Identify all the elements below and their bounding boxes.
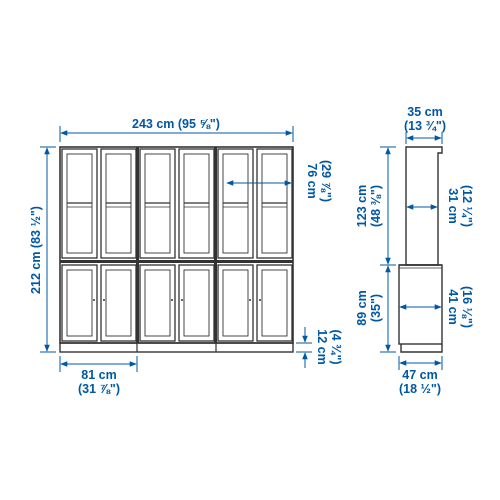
unit-width-in-label: (31 ⅞"): [78, 382, 120, 396]
glass-door: [217, 148, 254, 259]
solid-door: [178, 264, 215, 342]
door-width-cm-label: 76 cm: [305, 163, 319, 198]
top-depth-cm-label: 35 cm: [407, 105, 442, 119]
top-depth-dimension: 35 cm (13 ¾"): [404, 105, 446, 144]
lower-depth-dimension: 41 cm (16 ⅛"): [399, 286, 474, 328]
door-knob: [171, 299, 173, 301]
upper-height-in-label: (48 ⅜"): [369, 185, 383, 227]
door-width-dimension: 76 cm (29 ⅞"): [226, 160, 333, 202]
door-knob: [181, 299, 183, 301]
plinth-height-cm-label: 12 cm: [315, 329, 329, 364]
glass-door: [178, 148, 215, 259]
lower-height-in-label: (35"): [369, 294, 383, 322]
top-depth-in-label: (13 ¾"): [404, 119, 446, 133]
door-knob: [259, 299, 261, 301]
solid-door: [256, 264, 293, 342]
lower-height-cm-label: 89 cm: [355, 290, 369, 325]
overall-height-label: 212 cm (83 ½"): [29, 206, 43, 294]
glass-door: [139, 148, 176, 259]
upper-depth-dimension: 31 cm (12 ¼"): [406, 185, 474, 227]
solid-door: [217, 264, 254, 342]
glass-door: [256, 148, 293, 259]
bottom-depth-in-label: (18 ½"): [399, 382, 441, 396]
glass-door: [100, 148, 137, 259]
upper-depth-in-label: (12 ¼"): [460, 185, 474, 227]
lower-height-dimension: 89 cm (35"): [355, 265, 396, 353]
bottom-depth-dimension: 47 cm (18 ½"): [398, 356, 443, 396]
solid-door: [100, 264, 137, 342]
lower-doors: [61, 264, 293, 342]
lower-depth-in-label: (16 ⅛"): [460, 286, 474, 328]
upper-glass-doors: [61, 148, 293, 259]
door-knob: [93, 299, 95, 301]
plinth-height-in-label: (4 ¾"): [329, 329, 343, 364]
unit-width-cm-label: 81 cm: [81, 368, 116, 382]
door-width-in-label: (29 ⅞"): [319, 160, 333, 202]
solid-door: [139, 264, 176, 342]
bottom-depth-cm-label: 47 cm: [402, 368, 437, 382]
unit-width-dimension: 81 cm (31 ⅞"): [59, 356, 138, 396]
overall-width-label: 243 cm (95 ⅝"): [132, 117, 220, 131]
glass-door: [61, 148, 98, 259]
door-knob: [103, 299, 105, 301]
lower-depth-cm-label: 41 cm: [446, 289, 460, 324]
front-view-cabinet: [59, 146, 294, 353]
overall-height-dimension: 212 cm (83 ½"): [29, 146, 56, 353]
upper-height-cm-label: 123 cm: [355, 185, 369, 227]
solid-door: [61, 264, 98, 342]
upper-height-dimension: 123 cm (48 ⅜"): [355, 146, 396, 266]
upper-depth-cm-label: 31 cm: [446, 188, 460, 223]
plinth-height-dimension: 12 cm (4 ¾"): [296, 327, 343, 368]
door-knob: [249, 299, 251, 301]
overall-width-dimension: 243 cm (95 ⅝"): [59, 117, 294, 142]
side-view-cabinet: [398, 146, 443, 353]
